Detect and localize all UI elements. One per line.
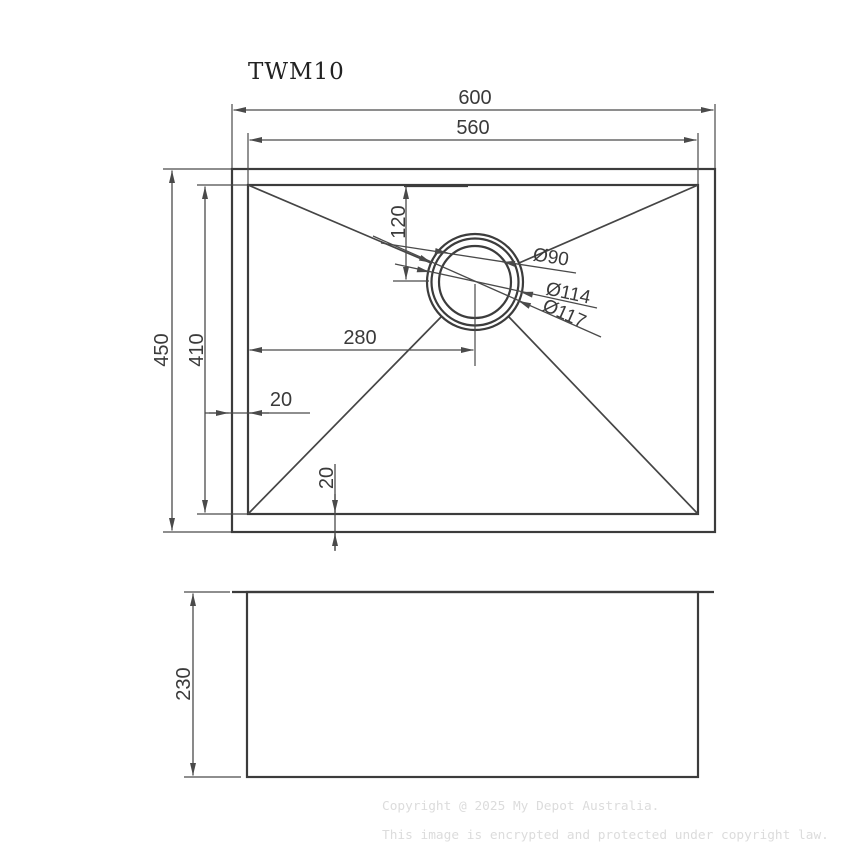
rim-gap-left-label: 20 <box>270 389 292 411</box>
watermark-line1: Copyright @ 2025 My Depot Australia. <box>382 799 659 814</box>
bowl-diagonal-bottom-right <box>507 315 699 515</box>
model-number-label: TWM10 <box>248 59 345 85</box>
depth-label: 230 <box>173 667 195 700</box>
dimension-230: 230 <box>173 591 241 778</box>
inner-width-label: 560 <box>456 117 489 139</box>
sink-outer-rim-outline <box>230 167 717 534</box>
watermark: Copyright @ 2025 My Depot Australia. Thi… <box>382 799 829 843</box>
dimension-410: 410 <box>186 184 247 515</box>
inner-height-label: 410 <box>186 333 208 366</box>
dimension-560: 560 <box>247 117 699 184</box>
outer-width-label: 600 <box>458 87 491 109</box>
watermark-line2: This image is encrypted and protected un… <box>382 828 829 843</box>
dimension-20-bottom: 20 <box>316 464 338 551</box>
rim-gap-bottom-label: 20 <box>316 467 338 489</box>
dimension-450: 450 <box>151 168 231 533</box>
sink-bowl-outline <box>246 183 700 516</box>
leader-d117 <box>372 235 602 338</box>
outer-height-label: 450 <box>151 333 173 366</box>
leader-d90 <box>380 242 577 274</box>
side-view <box>232 590 714 779</box>
drain-diameter-callouts: Ø90 Ø114 Ø117 <box>372 235 602 338</box>
side-bowl-outline <box>245 590 700 779</box>
drain-from-top-label: 120 <box>388 205 410 238</box>
drain-from-left-label: 280 <box>343 327 376 349</box>
dimension-280: 280 <box>249 284 476 366</box>
dimension-600: 600 <box>231 87 716 168</box>
bowl-diagonal-top-right <box>518 184 699 264</box>
dimension-20-left: 20 <box>205 389 310 416</box>
bowl-diagonal-top-left <box>247 184 432 264</box>
dimension-120: 120 <box>388 186 429 282</box>
